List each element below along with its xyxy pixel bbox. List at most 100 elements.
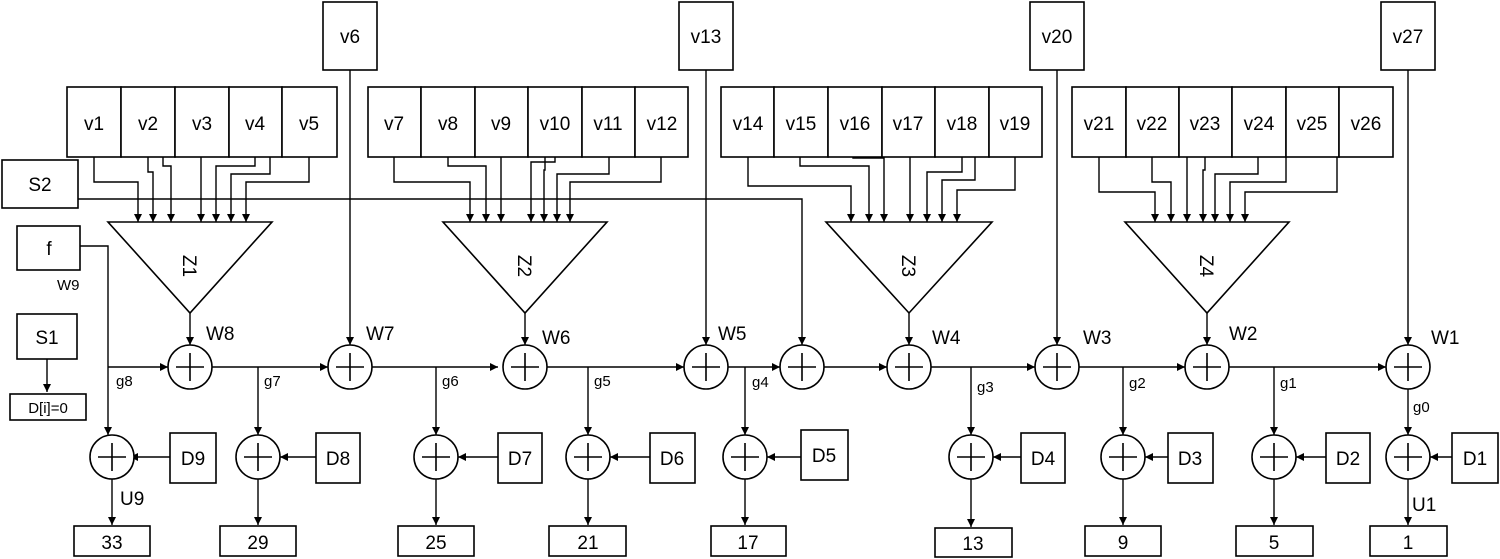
lower-adder-8: [235, 434, 281, 480]
label-w8: W8: [206, 324, 235, 345]
f-box: f: [16, 225, 81, 271]
svg-text:5: 5: [1269, 533, 1280, 554]
top-input-v6: v6: [322, 1, 378, 71]
cell-v15: v15: [786, 114, 817, 135]
svg-text:Z3: Z3: [897, 255, 918, 277]
triangle-z2: Z2: [441, 221, 609, 315]
output-29: 29: [219, 525, 297, 557]
output-17: 17: [710, 525, 787, 557]
adder-w1: [1385, 344, 1431, 390]
label-u9: U9: [120, 489, 144, 510]
svg-text:f: f: [46, 239, 52, 260]
label-w3: W3: [1083, 328, 1112, 349]
input-group-2: v7 v8 v9 v10 v11 v12: [367, 86, 689, 158]
svg-text:D5: D5: [812, 446, 836, 467]
output-21: 21: [548, 525, 627, 557]
output-9: 9: [1084, 525, 1162, 557]
svg-text:D7: D7: [508, 449, 532, 470]
label-w4: W4: [932, 328, 961, 349]
lower-adder-9: [89, 434, 135, 480]
svg-text:13: 13: [962, 534, 983, 555]
svg-text:v20: v20: [1042, 27, 1073, 48]
cell-v10: v10: [540, 114, 571, 135]
label-w5: W5: [718, 324, 747, 345]
adder-w3: [1034, 344, 1080, 390]
cell-v11: v11: [593, 114, 622, 135]
label-w7: W7: [366, 324, 395, 345]
output-1: 1: [1369, 525, 1448, 557]
svg-text:D3: D3: [1178, 449, 1202, 470]
d-box-d4: D4: [1020, 432, 1066, 484]
cell-v23: v23: [1190, 114, 1221, 135]
triangle-z4: Z4: [1123, 221, 1291, 315]
lower-adder-5: [722, 434, 768, 480]
d-box-d8: D8: [315, 432, 361, 484]
svg-text:Z2: Z2: [513, 255, 534, 277]
label-g4: g4: [752, 374, 769, 391]
lower-adder-1: [1385, 434, 1431, 480]
cell-v9: v9: [491, 114, 511, 135]
svg-text:25: 25: [425, 533, 446, 554]
svg-text:D8: D8: [326, 449, 350, 470]
adder-w6: [502, 344, 548, 390]
label-g0: g0: [1413, 399, 1430, 416]
top-input-v13: v13: [678, 1, 734, 71]
cell-v12: v12: [647, 114, 678, 135]
s1-box: S1: [16, 313, 78, 360]
cell-v26: v26: [1351, 114, 1382, 135]
svg-text:D9: D9: [181, 449, 205, 470]
output-5: 5: [1235, 525, 1314, 557]
svg-text:29: 29: [247, 533, 268, 554]
cell-v16: v16: [840, 114, 871, 135]
cell-v7: v7: [384, 114, 404, 135]
cell-v22: v22: [1137, 114, 1168, 135]
svg-text:S1: S1: [35, 328, 58, 349]
lower-adder-4: [948, 434, 994, 480]
label-g8: g8: [116, 373, 133, 390]
label-g5: g5: [594, 373, 611, 390]
cell-v17: v17: [893, 114, 924, 135]
lower-adder-7: [413, 434, 459, 480]
svg-text:9: 9: [1118, 533, 1129, 554]
output-25: 25: [397, 525, 475, 557]
cell-v3: v3: [192, 114, 212, 135]
cell-v18: v18: [947, 114, 978, 135]
s2-box: S2: [1, 159, 79, 209]
svg-text:S2: S2: [28, 175, 51, 196]
wires: [43, 70, 1452, 527]
adder-w5: [683, 344, 729, 390]
lower-adder-2: [1251, 434, 1297, 480]
svg-text:v6: v6: [340, 27, 360, 48]
cell-v5: v5: [299, 114, 319, 135]
output-13: 13: [934, 527, 1013, 558]
cell-v2: v2: [138, 114, 158, 135]
triangle-z1: Z1: [106, 221, 274, 315]
d-box-d5: D5: [800, 429, 849, 481]
label-w9: W9: [57, 277, 80, 294]
svg-text:1: 1: [1403, 533, 1414, 554]
svg-text:21: 21: [577, 533, 598, 554]
svg-text:33: 33: [101, 533, 122, 554]
top-input-v20: v20: [1029, 1, 1085, 71]
d-box-d3: D3: [1167, 432, 1214, 484]
svg-text:Z4: Z4: [1195, 255, 1216, 278]
top-input-v27: v27: [1380, 1, 1436, 71]
adder-w8: [167, 344, 213, 390]
svg-text:D1: D1: [1463, 449, 1487, 470]
d-box-d9: D9: [169, 432, 217, 484]
cell-v19: v19: [1000, 114, 1031, 135]
label-g7: g7: [264, 373, 281, 390]
input-group-4: v21 v22 v23 v24 v25 v26: [1071, 86, 1394, 158]
output-33: 33: [73, 525, 151, 557]
input-group-1: v1 v2 v3 v4 v5: [66, 86, 338, 158]
cell-v1: v1: [84, 114, 104, 135]
cell-v4: v4: [245, 114, 266, 135]
cell-v24: v24: [1244, 114, 1275, 135]
cell-v8: v8: [438, 114, 458, 135]
svg-text:v27: v27: [1393, 27, 1424, 48]
input-group-3: v14 v15 v16 v17 v18 v19: [720, 86, 1043, 158]
label-g3: g3: [977, 379, 994, 396]
label-w1: W1: [1431, 328, 1460, 349]
cell-v25: v25: [1297, 114, 1328, 135]
